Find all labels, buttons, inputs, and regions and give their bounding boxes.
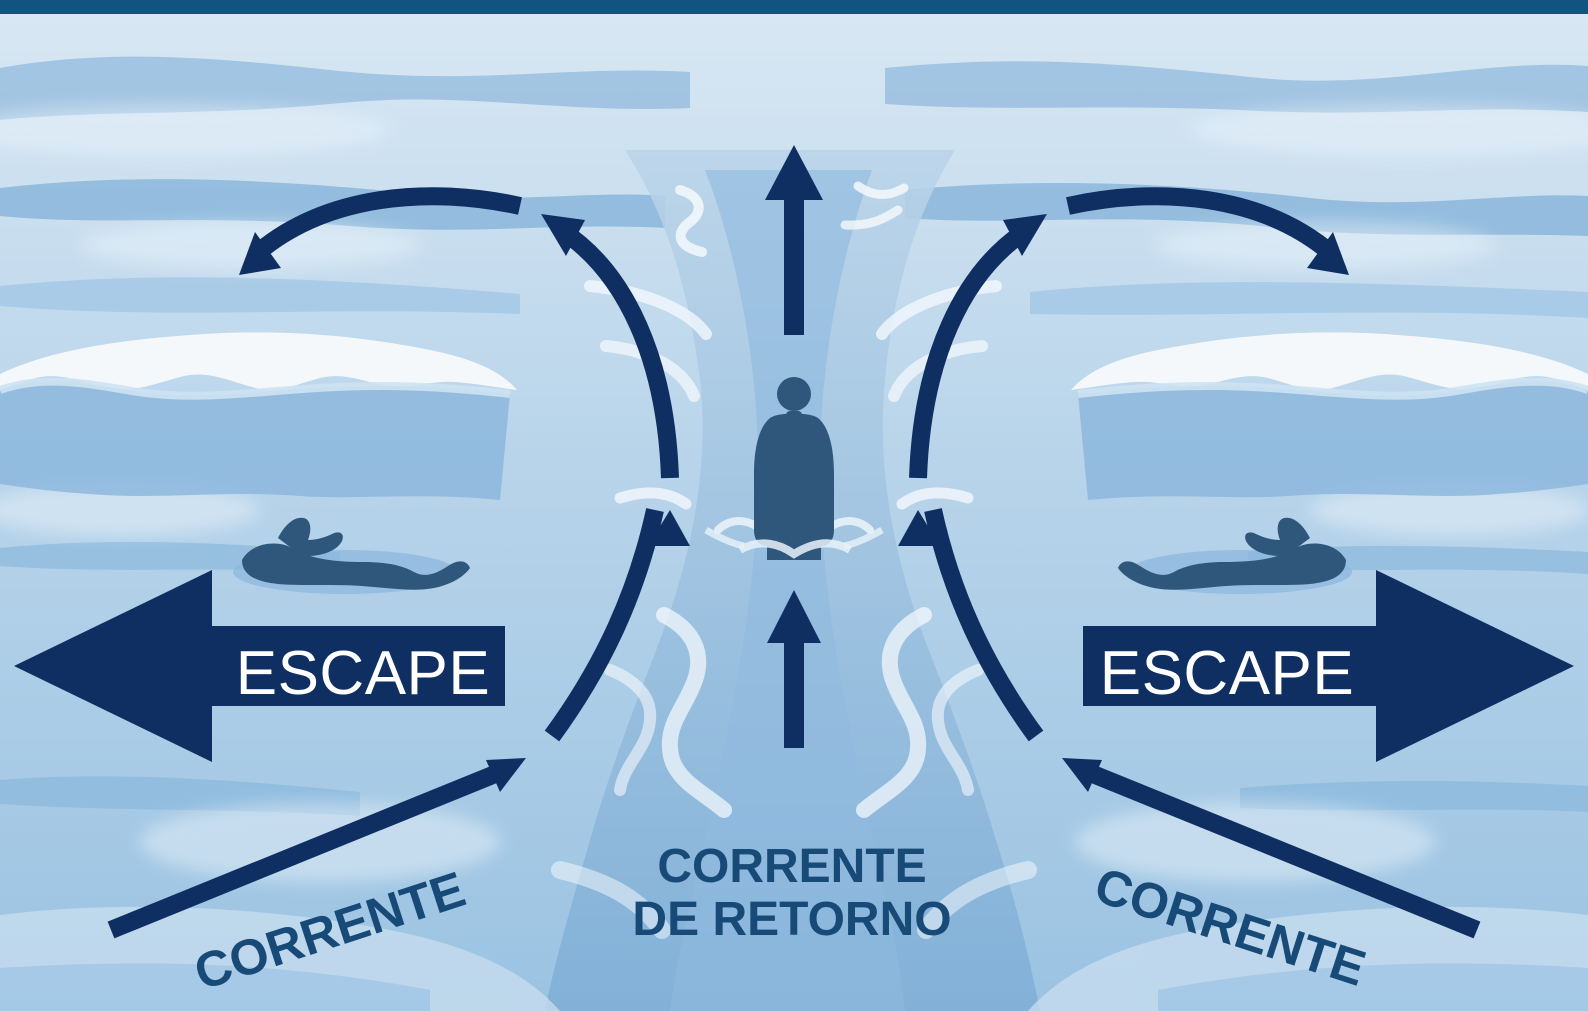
rip-current-core <box>670 170 905 1011</box>
escape-left-arrow <box>14 570 505 762</box>
swimmer-icon <box>1118 517 1352 594</box>
central-arrows <box>765 145 823 748</box>
standing-person-icon <box>754 377 834 560</box>
top-bar <box>0 0 1588 14</box>
escape-left-label: ESCAPE <box>236 639 491 708</box>
person-splash <box>737 539 853 559</box>
escape-right-label: ESCAPE <box>1100 639 1355 708</box>
wave-right <box>1071 332 1588 500</box>
rip-current-label-line1: CORRENTE <box>657 840 926 893</box>
person-wave-left <box>704 526 745 550</box>
circulation-arrows <box>107 187 1481 939</box>
arrow-heads <box>239 214 1349 792</box>
rip-current-label-line2: DE RETORNO <box>632 893 951 946</box>
wave-left <box>0 332 517 500</box>
escape-right-arrow <box>1083 570 1574 762</box>
foam-ribbons <box>551 181 1037 939</box>
person-wave-right <box>843 526 884 550</box>
swimmer-icon <box>233 517 470 594</box>
lower-water <box>0 906 1588 1011</box>
